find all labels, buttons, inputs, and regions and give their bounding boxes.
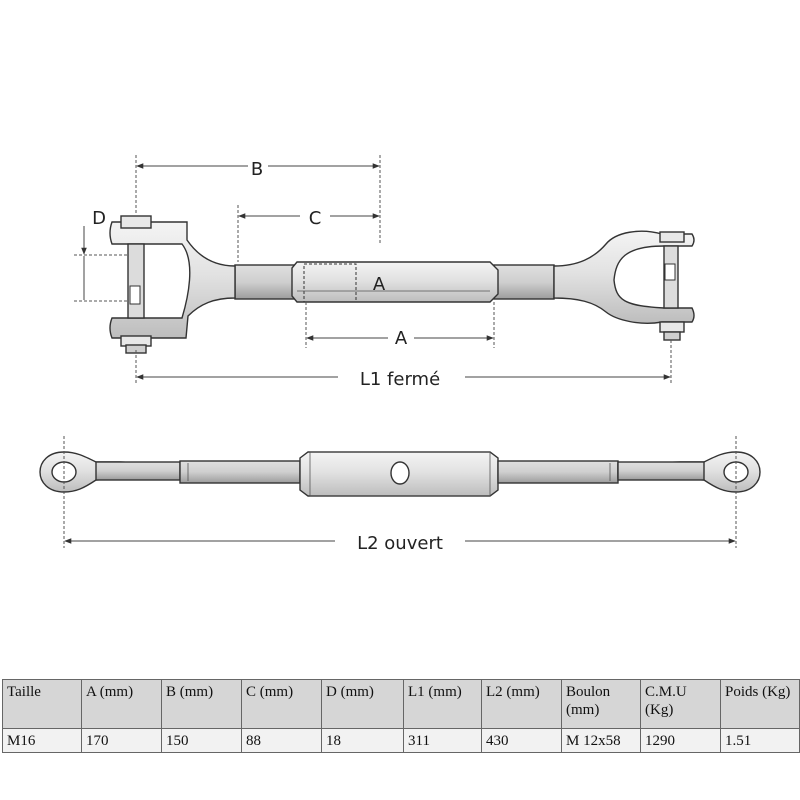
right-clevis xyxy=(553,230,695,324)
right-threaded-rod xyxy=(493,264,555,300)
table-header-row: Taille A (mm) B (mm) C (mm) D (mm) L1 (m… xyxy=(2,679,800,729)
dim-label-a: A xyxy=(395,328,408,349)
header-poids: Poids (Kg) xyxy=(720,679,800,729)
cell-d: 18 xyxy=(321,728,404,753)
dim-label-l2: L2 ouvert xyxy=(357,533,443,554)
header-c: C (mm) xyxy=(241,679,322,729)
header-cmu: C.M.U (Kg) xyxy=(640,679,721,729)
turnbuckle-diagram: B C D A A L1 fermé xyxy=(39,155,761,554)
cell-boulon: M 12x58 xyxy=(561,728,641,753)
turnbuckle-body xyxy=(291,261,499,303)
cell-c: 88 xyxy=(241,728,322,753)
header-l2: L2 (mm) xyxy=(481,679,562,729)
cell-taille: M16 xyxy=(2,728,82,753)
dim-label-l1: L1 fermé xyxy=(360,369,440,390)
header-a: A (mm) xyxy=(81,679,162,729)
specifications-table: Taille A (mm) B (mm) C (mm) D (mm) L1 (m… xyxy=(2,679,800,753)
body-label-a: A xyxy=(373,274,386,295)
left-clevis xyxy=(109,221,236,339)
table-row: M16 170 150 88 18 311 430 M 12x58 1290 1… xyxy=(2,728,800,753)
header-d: D (mm) xyxy=(321,679,404,729)
dim-label-d: D xyxy=(92,208,106,229)
header-l1: L1 (mm) xyxy=(403,679,482,729)
dim-label-b: B xyxy=(251,159,263,180)
right-rod xyxy=(497,460,619,484)
cell-b: 150 xyxy=(161,728,242,753)
header-b: B (mm) xyxy=(161,679,242,729)
left-clevis-pin xyxy=(127,243,145,319)
header-boulon: Boulon (mm) xyxy=(561,679,641,729)
cell-a: 170 xyxy=(81,728,162,753)
closed-turnbuckle-view: B C D A A L1 fermé xyxy=(74,155,695,390)
left-threaded-rod xyxy=(234,264,298,300)
cell-poids: 1.51 xyxy=(720,728,800,753)
body-center-hole xyxy=(390,461,410,485)
cell-l2: 430 xyxy=(481,728,562,753)
dim-label-c: C xyxy=(309,208,322,229)
hidden-thread-dashed xyxy=(303,263,357,303)
cell-l1: 311 xyxy=(403,728,482,753)
cell-cmu: 1290 xyxy=(640,728,721,753)
open-turnbuckle-view: L2 ouvert xyxy=(39,436,761,554)
header-taille: Taille xyxy=(2,679,82,729)
left-rod xyxy=(179,460,301,484)
